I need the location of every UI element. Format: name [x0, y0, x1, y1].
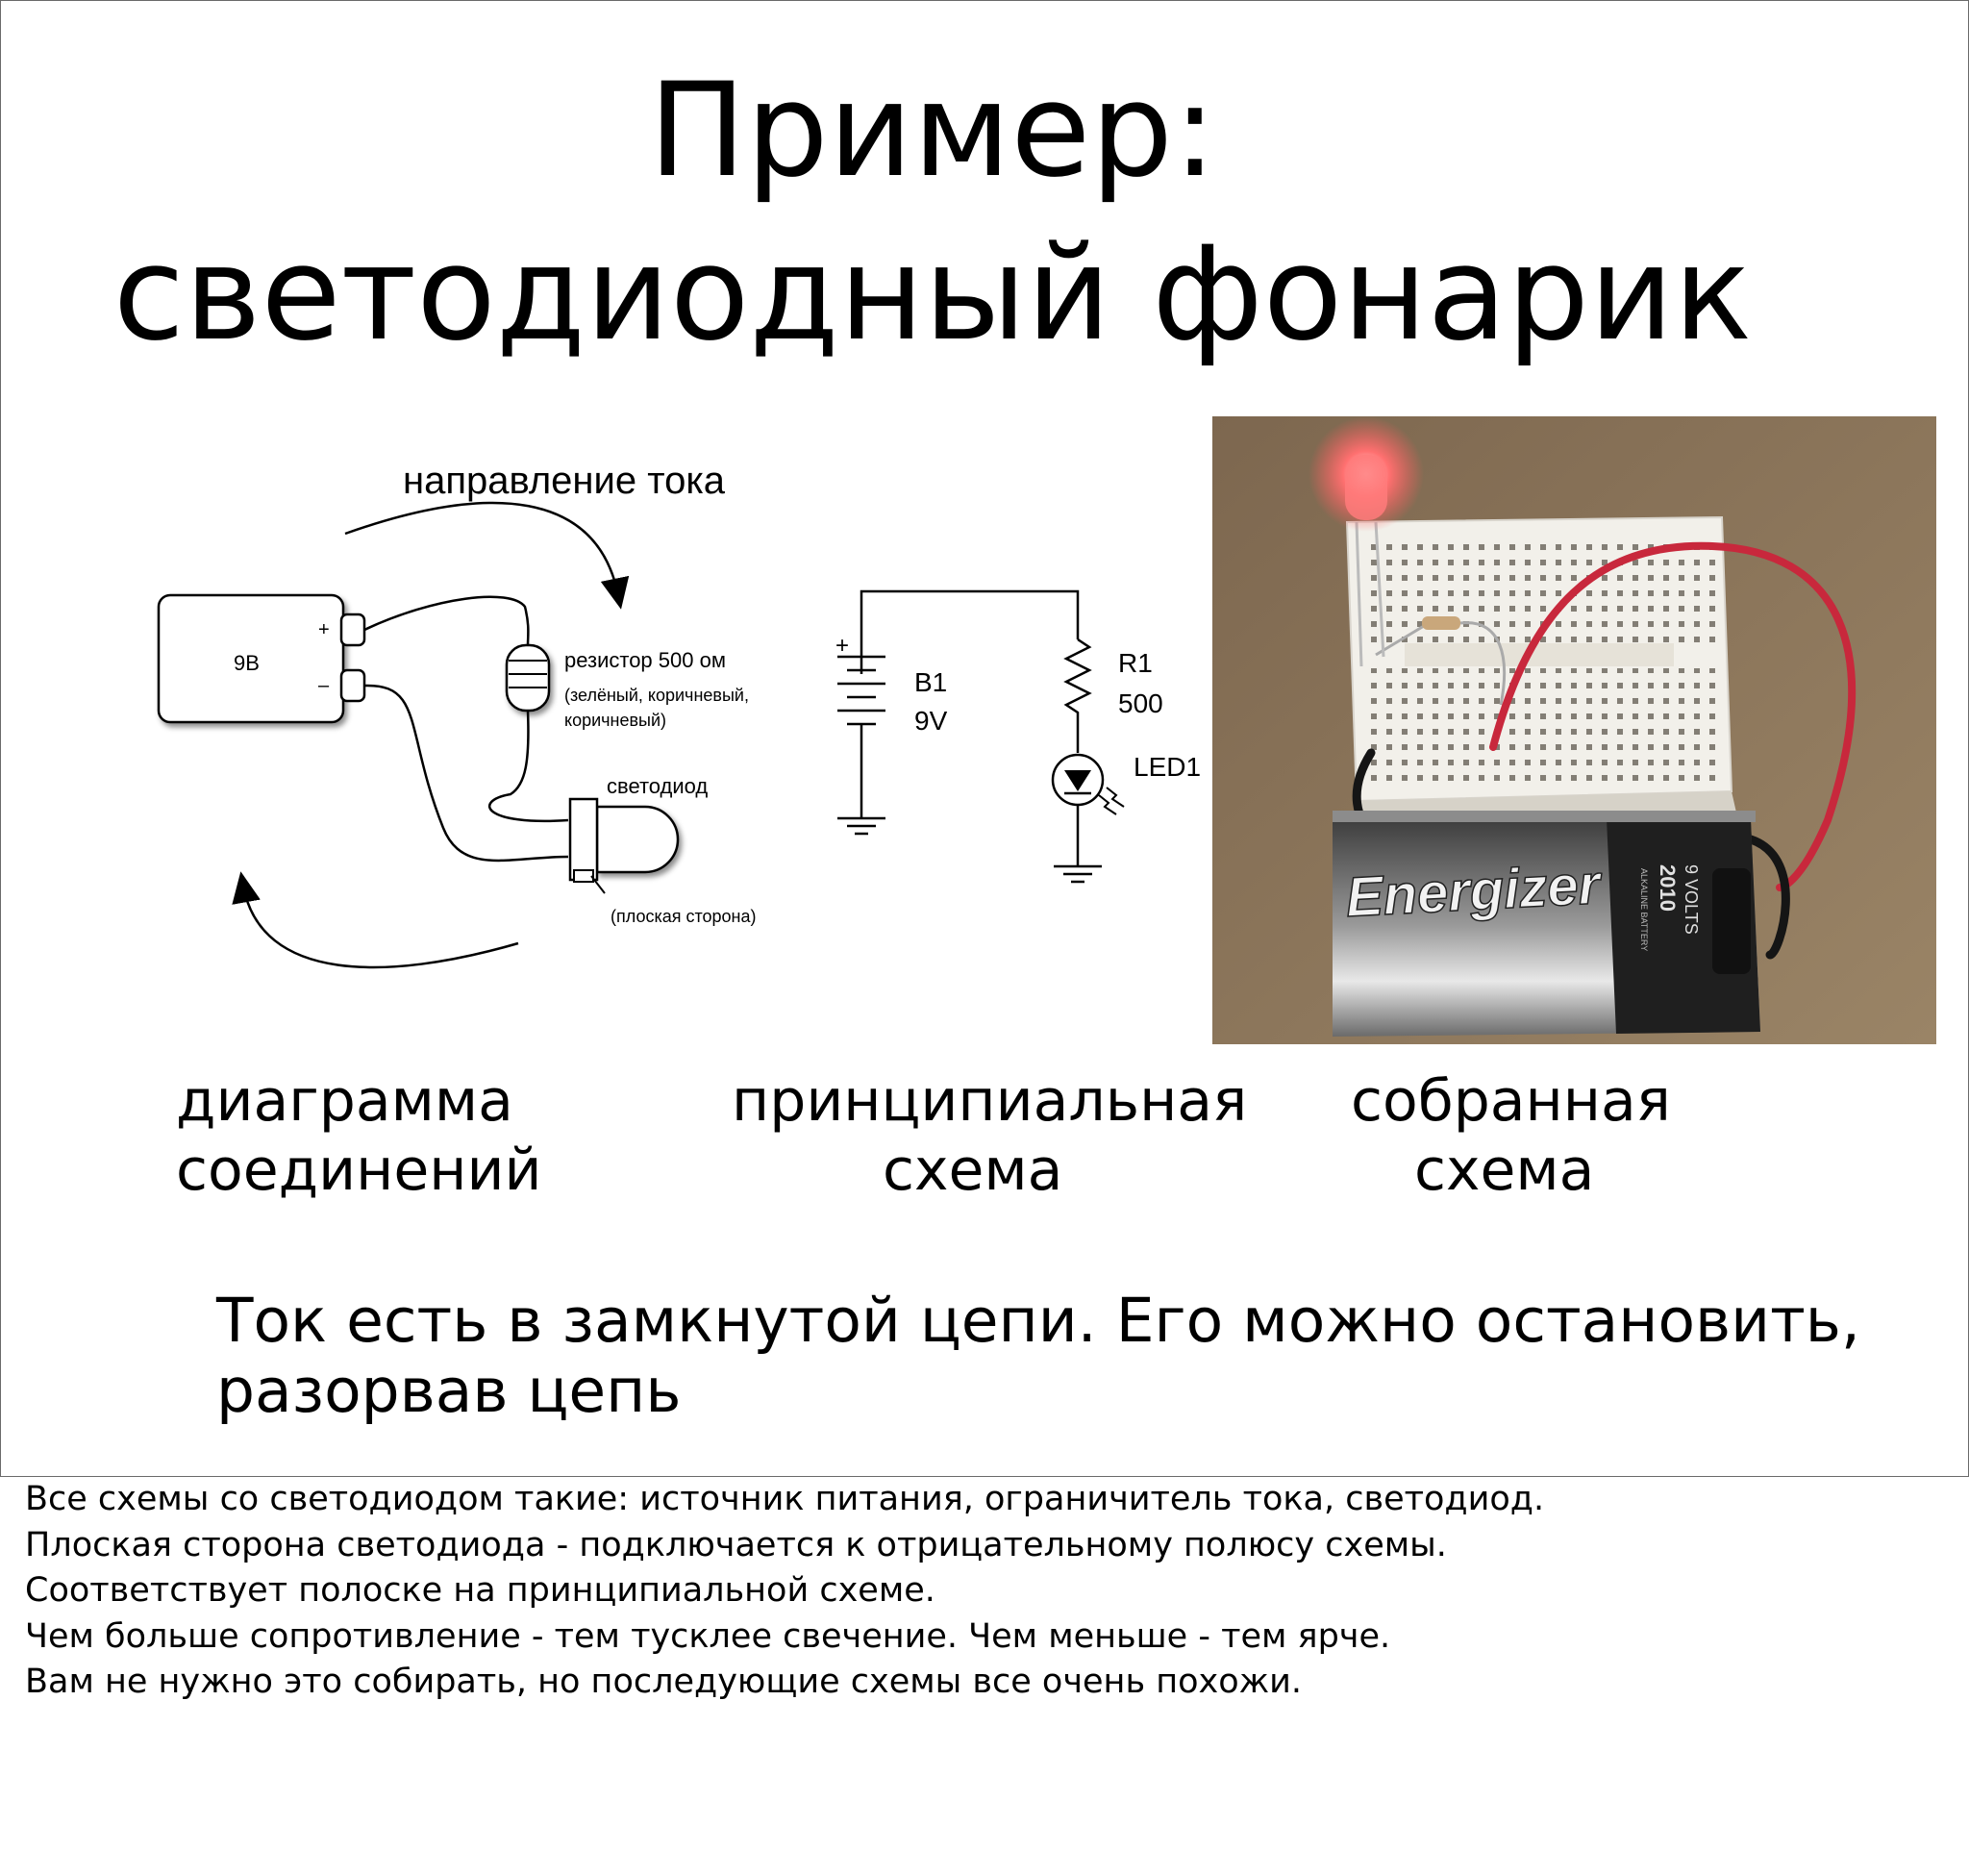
note-line: Плоская сторона светодиода - подключаетс… [25, 1525, 1447, 1564]
slide: Пример: светодиодный фонарик направление… [0, 0, 1969, 1477]
statement-line-1: Ток есть в замкнутой цепи. Его можно ост… [216, 1286, 1860, 1356]
resistor-colors-line-1: (зелёный, коричневый, [564, 686, 749, 705]
led [568, 797, 680, 883]
battery-plus: + [318, 619, 330, 640]
note-line: Соответствует полоске на принципиальной … [25, 1571, 935, 1610]
assembled-circuit-photo: Energizer 9 VOLTS 2010 ALKALINE BATTERY [1212, 416, 1936, 1044]
caption-assembled-line-2: схема [1414, 1137, 1595, 1204]
note-line: Чем больше сопротивление - тем тусклее с… [25, 1616, 1391, 1656]
resistor-symbol [1063, 638, 1092, 753]
current-arrow-bottom [232, 871, 519, 969]
slide-title-line-1: Пример: [648, 55, 1217, 206]
schematic-diagram: + B1 9V R1 500 LED1 [835, 589, 1201, 884]
current-direction-label: направление тока [403, 460, 726, 502]
resistor-name: R1 [1118, 648, 1153, 678]
caption-schematic-line-1: принципиальная [732, 1067, 1248, 1135]
battery-minus: – [318, 675, 330, 696]
photo-battery-type: ALKALINE BATTERY [1639, 868, 1649, 951]
statement-line-2: разорвав цепь [216, 1356, 682, 1426]
ground-symbol-battery [837, 816, 885, 836]
caption-schematic-line-2: схема [883, 1137, 1063, 1204]
resistor [505, 643, 551, 713]
led-label: светодиод [607, 774, 708, 798]
statement: Ток есть в замкнутой цепи. Его можно ост… [216, 1286, 1860, 1426]
slide-title-line-2: светодиодный фонарик [112, 218, 1753, 369]
wire-battery-minus-to-led [363, 684, 569, 863]
note-line: Все схемы со светодиодом такие: источник… [25, 1480, 1545, 1518]
current-arrow-top [344, 501, 630, 610]
battery-symbol [837, 655, 885, 818]
speaker-notes: Все схемы со светодиодом такие: источник… [25, 1477, 1544, 1706]
flat-side-label: (плоская сторона) [611, 907, 757, 926]
photo-battery-year: 2010 [1656, 864, 1680, 912]
plus-sign: + [835, 633, 849, 659]
photo-led [1309, 416, 1424, 667]
photo-battery-brand: Energizer [1344, 853, 1605, 929]
resistor-value: 500 [1118, 688, 1163, 718]
schematic-top-wire [860, 589, 1080, 674]
photo-battery: Energizer 9 VOLTS 2010 ALKALINE BATTERY [1333, 811, 1760, 1037]
battery-9v: 9В + – [157, 593, 366, 724]
caption-diagram-line-1: диаграмма [176, 1067, 513, 1135]
caption-assembled-line-1: собранная [1351, 1067, 1671, 1135]
breadboard [1345, 515, 1736, 824]
resistor-colors-line-2: коричневый) [564, 711, 666, 730]
wiring-diagram: направление тока 9В + – резистор 500 ом … [157, 460, 757, 969]
wire-battery-to-resistor [363, 595, 530, 646]
resistor-label: резистор 500 ом [564, 648, 726, 672]
note-line: Вам не нужно это собирать, но последующи… [25, 1663, 1303, 1701]
battery-label: 9В [234, 651, 260, 675]
flat-side-pointer [590, 875, 606, 894]
caption-diagram-line-2: соединений [176, 1137, 542, 1204]
led-name: LED1 [1134, 752, 1201, 782]
battery-value: 9V [914, 706, 948, 736]
ground-symbol-led [1054, 864, 1102, 884]
photo-battery-volts: 9 VOLTS [1682, 864, 1701, 935]
battery-name: B1 [914, 667, 947, 697]
led-symbol [1051, 753, 1125, 866]
photo-red-wire [1489, 541, 1857, 891]
wire-resistor-to-led [488, 710, 569, 823]
